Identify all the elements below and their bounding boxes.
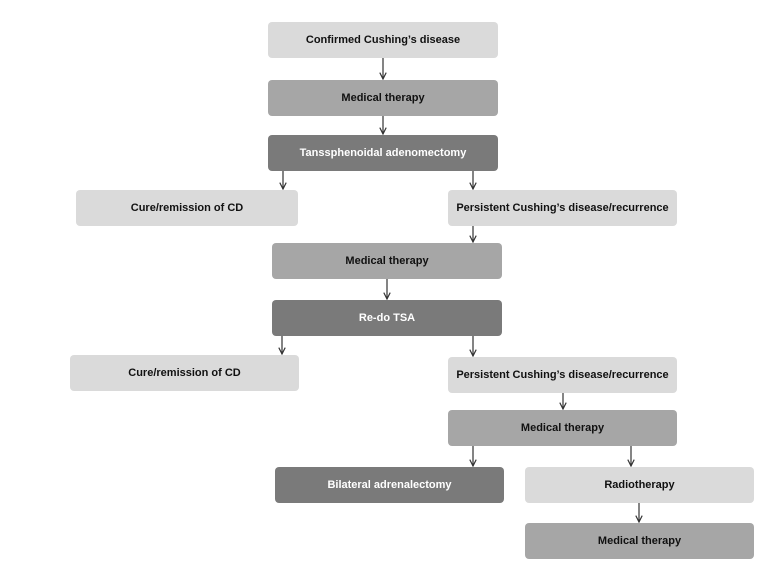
node-label: Confirmed Cushing’s disease [305, 34, 461, 46]
node-medical-therapy-4: Medical therapy [525, 523, 754, 559]
node-label: Persistent Cushing’s disease/recurrence [456, 369, 669, 381]
node-bilateral-adrenalectomy: Bilateral adrenalectomy [275, 467, 504, 503]
node-label: Tanssphenoidal adenomectomy [299, 147, 467, 159]
node-label: Persistent Cushing’s disease/recurrence [456, 202, 669, 214]
node-radiotherapy: Radiotherapy [525, 467, 754, 503]
node-label: Cure/remission of CD [128, 367, 241, 379]
node-medical-therapy-3: Medical therapy [448, 410, 677, 446]
node-transsphenoidal-adenomectomy: Tanssphenoidal adenomectomy [268, 135, 498, 171]
node-label: Medical therapy [520, 422, 605, 434]
node-redo-tsa: Re-do TSA [272, 300, 502, 336]
node-medical-therapy-1: Medical therapy [268, 80, 498, 116]
node-label: Medical therapy [597, 535, 682, 547]
node-persistent-disease-1: Persistent Cushing’s disease/recurrence [448, 190, 677, 226]
node-label: Bilateral adrenalectomy [327, 479, 452, 491]
node-medical-therapy-2: Medical therapy [272, 243, 502, 279]
node-label: Cure/remission of CD [130, 202, 244, 214]
node-cure-remission-1: Cure/remission of CD [76, 190, 298, 226]
node-cure-remission-2: Cure/remission of CD [70, 355, 299, 391]
node-label: Re-do TSA [358, 312, 416, 324]
node-label: Medical therapy [345, 255, 429, 267]
node-persistent-disease-2: Persistent Cushing’s disease/recurrence [448, 357, 677, 393]
node-confirmed-cushings-disease: Confirmed Cushing’s disease [268, 22, 498, 58]
node-label: Radiotherapy [604, 479, 675, 491]
node-label: Medical therapy [341, 92, 425, 104]
